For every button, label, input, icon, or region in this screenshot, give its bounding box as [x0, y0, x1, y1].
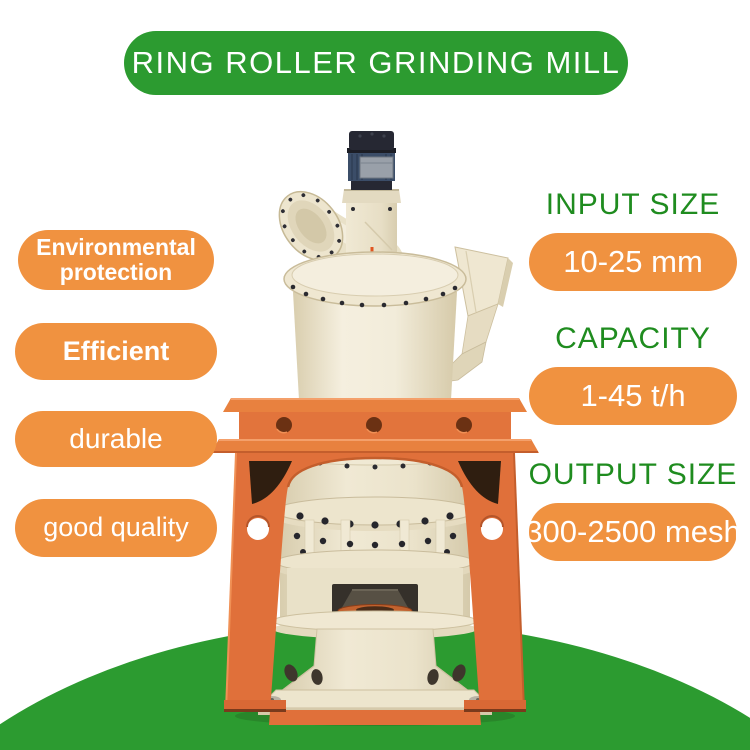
- spec-heading-output-size: OUTPUT SIZE: [528, 458, 738, 491]
- machine-base: [256, 689, 494, 709]
- grinding-chamber: [256, 444, 494, 715]
- spec-value: 1-45 t/h: [580, 378, 686, 413]
- motor: [342, 131, 401, 203]
- spec-value-input-size: 10-25 mm: [529, 233, 737, 291]
- feature-pill-environmental-protection: Environmental protection: [18, 230, 214, 290]
- spec-value: 300-2500 mesh: [525, 514, 741, 549]
- left-gusset-cutout: [249, 461, 292, 504]
- feature-pill-efficient: Efficient: [15, 323, 217, 380]
- spec-value: 10-25 mm: [563, 244, 703, 279]
- feature-pill-durable: durable: [15, 411, 217, 467]
- mill-body: [283, 251, 467, 400]
- support-frame: [211, 398, 539, 725]
- spec-heading-capacity: CAPACITY: [555, 322, 711, 355]
- feed-hopper: [441, 246, 513, 383]
- title-banner: RING ROLLER GRINDING MILL: [124, 31, 628, 95]
- feature-label-line: Environmental: [36, 234, 196, 261]
- right-leg-hole: [481, 518, 503, 540]
- feature-label-line: protection: [59, 259, 173, 285]
- spec-value-output-size: 300-2500 mesh: [525, 503, 741, 561]
- feature-label: Efficient: [62, 335, 170, 366]
- right-gusset-cutout: [458, 461, 501, 504]
- left-leg-hole: [247, 518, 269, 540]
- feature-label: good quality: [43, 512, 189, 543]
- feature-pill-good-quality: good quality: [15, 499, 217, 557]
- spec-value-capacity: 1-45 t/h: [529, 367, 737, 425]
- beam-holes: [276, 417, 472, 434]
- page-title: RING ROLLER GRINDING MILL: [131, 45, 621, 80]
- feature-label: durable: [69, 422, 163, 454]
- spec-heading-input-size: INPUT SIZE: [545, 188, 721, 221]
